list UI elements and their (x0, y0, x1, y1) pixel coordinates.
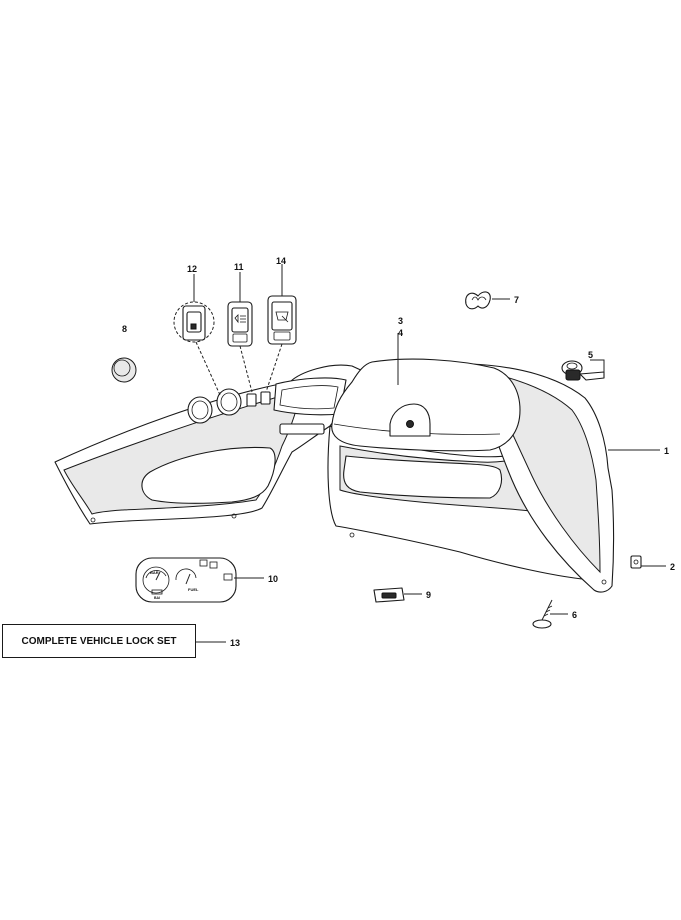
callout-14: 14 (276, 256, 286, 266)
callout-13: 13 (230, 638, 240, 648)
callout-4: 4 (398, 328, 403, 338)
gauge-bar-label: BAR (150, 570, 159, 575)
callout-2: 2 (670, 562, 675, 572)
callout-7: 7 (514, 295, 519, 305)
instrument-cluster-part: BAR FUEL BAI (135, 557, 237, 603)
vehicle-lock-set-box: COMPLETE VEHICLE LOCK SET (2, 624, 196, 658)
screw-part (532, 599, 553, 629)
callout-6: 6 (572, 610, 577, 620)
gauge-small-label: BAI (154, 596, 160, 600)
callout-5: 5 (588, 350, 593, 360)
assembly-lines (195, 341, 283, 396)
wire-clip-part (465, 291, 491, 310)
gauge-fuel-label: FUEL (188, 587, 199, 592)
callout-9: 9 (426, 590, 431, 600)
callout-3: 3 (398, 316, 403, 326)
switch-11-part (227, 301, 253, 347)
callout-labels: 1 2 3 4 5 6 7 8 9 10 11 12 13 14 (122, 256, 675, 648)
switch-14-part (267, 295, 297, 345)
switch-12-part (173, 301, 215, 343)
cap-part (111, 357, 137, 383)
vehicle-lock-set-label: COMPLETE VEHICLE LOCK SET (21, 635, 177, 647)
callout-11: 11 (234, 262, 244, 272)
dashboard-panel (54, 358, 615, 593)
clip-part (630, 555, 642, 569)
callout-10: 10 (268, 574, 278, 584)
callout-1: 1 (664, 446, 669, 456)
leader-lines (193, 264, 666, 643)
switch-9-part (373, 587, 405, 603)
callout-8: 8 (122, 324, 127, 334)
lock-cylinder-part (561, 360, 605, 381)
callout-12: 12 (187, 264, 197, 274)
